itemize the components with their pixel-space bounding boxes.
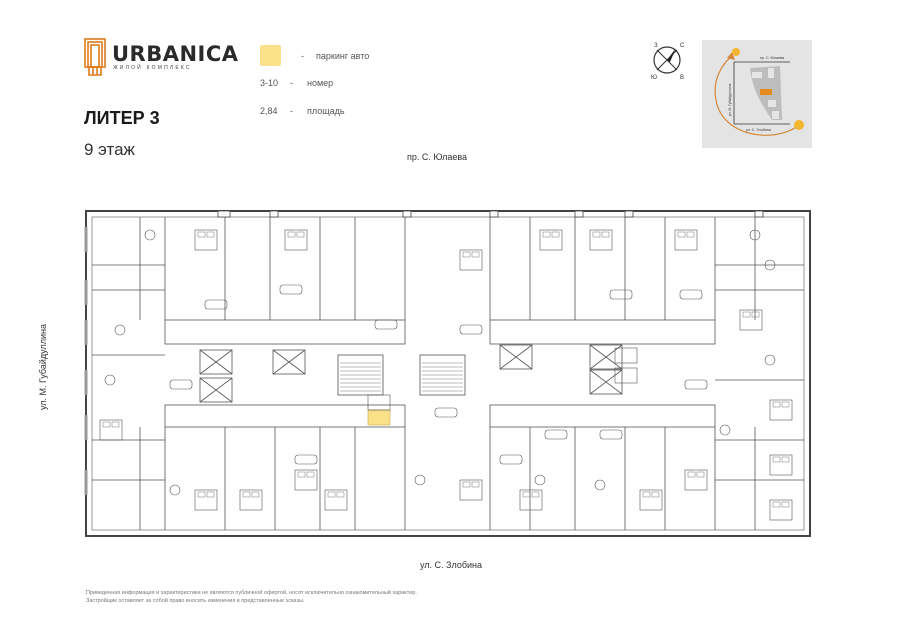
elevator bbox=[199, 377, 233, 403]
compass-letter: С bbox=[680, 43, 685, 49]
sun-icon bbox=[732, 48, 740, 56]
bed bbox=[194, 229, 218, 251]
elevator bbox=[589, 369, 623, 395]
bathtub bbox=[684, 379, 708, 390]
bathtub bbox=[599, 429, 623, 440]
parking-spot bbox=[367, 394, 391, 411]
legend-area: 2,84 - площадь bbox=[260, 106, 345, 116]
bathtub bbox=[204, 299, 228, 310]
bathtub bbox=[169, 379, 193, 390]
legend-label: площадь bbox=[307, 106, 345, 116]
bed bbox=[99, 419, 123, 441]
bed bbox=[769, 454, 793, 476]
sun-icon bbox=[794, 120, 804, 130]
table bbox=[534, 474, 546, 486]
legend-parking: - паркинг авто bbox=[260, 45, 369, 66]
bed bbox=[769, 399, 793, 421]
table bbox=[594, 479, 606, 491]
exterior-wall bbox=[85, 210, 811, 537]
floor-title: 9 этаж bbox=[84, 140, 135, 159]
parking-spot-highlighted bbox=[367, 409, 391, 426]
legend-number: 3-10 - номер bbox=[260, 78, 333, 88]
compass-letter: В bbox=[680, 75, 684, 81]
bathtub bbox=[459, 324, 483, 335]
table bbox=[104, 374, 116, 386]
minimap-street-west: ул. М. Губайдуллина bbox=[728, 84, 732, 116]
table bbox=[169, 484, 181, 496]
legend-label: номер bbox=[307, 78, 334, 88]
bed bbox=[294, 469, 318, 491]
legend-label: паркинг авто bbox=[316, 50, 370, 61]
bed bbox=[519, 489, 543, 511]
bed bbox=[324, 489, 348, 511]
table bbox=[414, 474, 426, 486]
bed bbox=[684, 469, 708, 491]
bathtub bbox=[279, 284, 303, 295]
stair bbox=[337, 354, 384, 396]
bathtub bbox=[544, 429, 568, 440]
table bbox=[749, 229, 761, 241]
disclaimer: Приведенная информация и характеристики … bbox=[86, 589, 417, 605]
compass-icon: З С В Ю bbox=[651, 43, 685, 81]
legend-dash: - bbox=[290, 106, 293, 116]
bathtub bbox=[374, 319, 398, 330]
bathtub bbox=[294, 454, 318, 465]
disclaimer-line: Приведенная информация и характеристики … bbox=[86, 590, 417, 596]
elevator bbox=[499, 344, 533, 370]
parking-spot bbox=[614, 367, 638, 384]
table bbox=[764, 259, 776, 271]
compass-letter: З bbox=[654, 43, 658, 49]
elevator bbox=[272, 349, 306, 375]
corridor bbox=[164, 319, 406, 345]
table bbox=[114, 324, 126, 336]
table bbox=[719, 424, 731, 436]
minimap-street-south: ул. С. Злобина bbox=[746, 128, 771, 132]
logo-mark-icon bbox=[84, 38, 106, 76]
building-title: ЛИТЕР 3 bbox=[84, 108, 160, 128]
street-south: ул. С. Злобина bbox=[420, 560, 483, 570]
bathtub bbox=[434, 407, 458, 418]
bed bbox=[284, 229, 308, 251]
bed bbox=[539, 229, 563, 251]
logo-tagline: ЖИЛОЙ КОМПЛЕКС bbox=[113, 65, 192, 71]
bed bbox=[194, 489, 218, 511]
street-north: пр. С. Юлаева bbox=[407, 152, 468, 162]
table bbox=[144, 229, 156, 241]
bed bbox=[459, 249, 483, 271]
site-minimap: пр. С. Юлаева ул. С. Злобина ул. М. Губа… bbox=[702, 40, 812, 148]
elevator bbox=[589, 344, 623, 370]
corridor bbox=[164, 404, 406, 428]
disclaimer-line: Застройщик оставляет за собой право внос… bbox=[86, 598, 305, 604]
bed bbox=[639, 489, 663, 511]
corridor bbox=[489, 319, 716, 345]
bed bbox=[589, 229, 613, 251]
parking-spot bbox=[614, 347, 638, 364]
compass-letter: Ю bbox=[651, 75, 657, 81]
bed bbox=[674, 229, 698, 251]
logo-name: URBANICA bbox=[112, 42, 239, 66]
parking-swatch bbox=[260, 45, 281, 66]
minimap-street-north: пр. С. Юлаева bbox=[760, 56, 784, 60]
bathtub bbox=[609, 289, 633, 300]
corridor bbox=[489, 404, 716, 428]
interior-wall bbox=[91, 216, 805, 531]
elevator bbox=[199, 349, 233, 375]
bathtub bbox=[499, 454, 523, 465]
bed bbox=[239, 489, 263, 511]
bathtub bbox=[679, 289, 703, 300]
legend-dash: - bbox=[301, 50, 304, 61]
bed bbox=[459, 479, 483, 501]
legend-key: 2,84 bbox=[260, 106, 278, 116]
bed bbox=[769, 499, 793, 521]
bed bbox=[739, 309, 763, 331]
current-building-highlight bbox=[760, 89, 772, 95]
legend-key: 3-10 bbox=[260, 78, 279, 88]
legend-dash: - bbox=[290, 78, 293, 88]
logo bbox=[84, 38, 106, 81]
table bbox=[764, 354, 776, 366]
stair bbox=[419, 354, 466, 396]
